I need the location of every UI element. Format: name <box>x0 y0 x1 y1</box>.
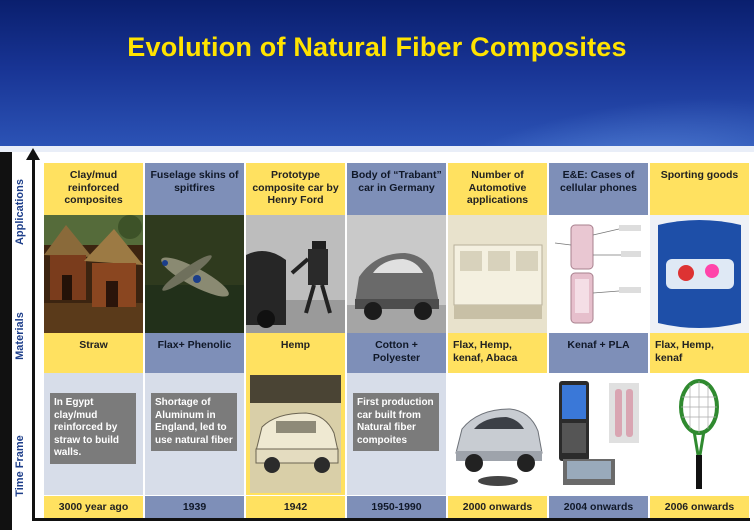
decorative-swoosh <box>420 52 754 152</box>
application-cell: Sporting goods <box>650 163 749 215</box>
application-cell: Prototype composite car by Henry Ford <box>246 163 345 215</box>
bus-interior-image <box>448 215 547 333</box>
application-cell: E&E: Cases of cellular phones <box>549 163 648 215</box>
note-text: First production car built from Natural … <box>353 393 439 451</box>
material-cell: Kenaf + PLA <box>549 333 648 373</box>
time-frame-cell: 2000 onwards <box>448 496 547 518</box>
evolution-table: Clay/mud reinforced composites Straw <box>44 163 750 518</box>
modern-car-image <box>455 408 543 486</box>
column-phones: E&E: Cases of cellular phones Kenaf + PL… <box>549 163 648 518</box>
header-banner: Evolution of Natural Fiber Composites <box>0 0 754 152</box>
horizontal-axis <box>32 518 750 521</box>
material-cell: Flax+ Phenolic <box>145 333 244 373</box>
time-frame-cell: 1950-1990 <box>347 496 446 518</box>
time-frame-cell: 1942 <box>246 496 345 518</box>
column-automotive: Number of Automotive applications Flax, … <box>448 163 547 518</box>
time-frame-cell: 1939 <box>145 496 244 518</box>
application-cell: Fuselage skins of spitfires <box>145 163 244 215</box>
slide-title: Evolution of Natural Fiber Composites <box>127 32 627 62</box>
axis-label-applications: Applications <box>14 179 26 246</box>
column-henry-ford: Prototype composite car by Henry Ford He… <box>246 163 345 518</box>
material-cell: Flax, Hemp, kenaf <box>650 333 749 373</box>
vertical-axis <box>32 155 35 520</box>
snowboard-image <box>650 215 749 333</box>
axis-label-materials: Materials <box>14 312 26 360</box>
application-cell: Body of “Trabant” car in Germany <box>347 163 446 215</box>
note-cell: Shortage of Aluminum in England, led to … <box>145 373 244 495</box>
material-cell: Cotton + Polyester <box>347 333 446 373</box>
axis-label-time-frame: Time Frame <box>14 435 26 497</box>
column-clay-mud: Clay/mud reinforced composites Straw <box>44 163 143 518</box>
application-cell: Number of Automotive applications <box>448 163 547 215</box>
time-frame-cell: 2004 onwards <box>549 496 648 518</box>
trabant-car-image <box>347 215 446 333</box>
material-cell: Straw <box>44 333 143 373</box>
spitfire-plane-image <box>145 215 244 333</box>
left-edge-bar <box>0 152 12 530</box>
phone-case-diagram-image <box>549 215 648 333</box>
header-divider <box>0 146 754 152</box>
material-cell: Hemp <box>246 333 345 373</box>
tennis-racket-image <box>679 379 719 489</box>
column-sporting-goods: Sporting goods Flax, Hemp, kenaf <box>650 163 749 518</box>
note-cell: First production car built from Natural … <box>347 373 446 495</box>
note-cell <box>448 373 547 495</box>
application-cell: Clay/mud reinforced composites <box>44 163 143 215</box>
axis-arrow-icon <box>26 148 40 160</box>
note-text: Shortage of Aluminum in England, led to … <box>151 393 237 451</box>
time-frame-cell: 3000 year ago <box>44 496 143 518</box>
note-cell <box>246 373 345 495</box>
vintage-car-image <box>250 375 341 493</box>
note-cell <box>549 373 648 495</box>
material-cell: Flax, Hemp, kenaf, Abaca <box>448 333 547 373</box>
mud-huts-image <box>44 215 143 333</box>
time-frame-cell: 2006 onwards <box>650 496 749 518</box>
mobile-phones-image <box>559 381 639 485</box>
note-cell: In Egypt clay/mud reinforced by straw to… <box>44 373 143 495</box>
note-cell <box>650 373 749 495</box>
column-trabant: Body of “Trabant” car in Germany Cotton … <box>347 163 446 518</box>
henry-ford-car-image <box>246 215 345 333</box>
note-text: In Egypt clay/mud reinforced by straw to… <box>50 393 136 464</box>
column-spitfire: Fuselage skins of spitfires Flax+ Phenol… <box>145 163 244 518</box>
